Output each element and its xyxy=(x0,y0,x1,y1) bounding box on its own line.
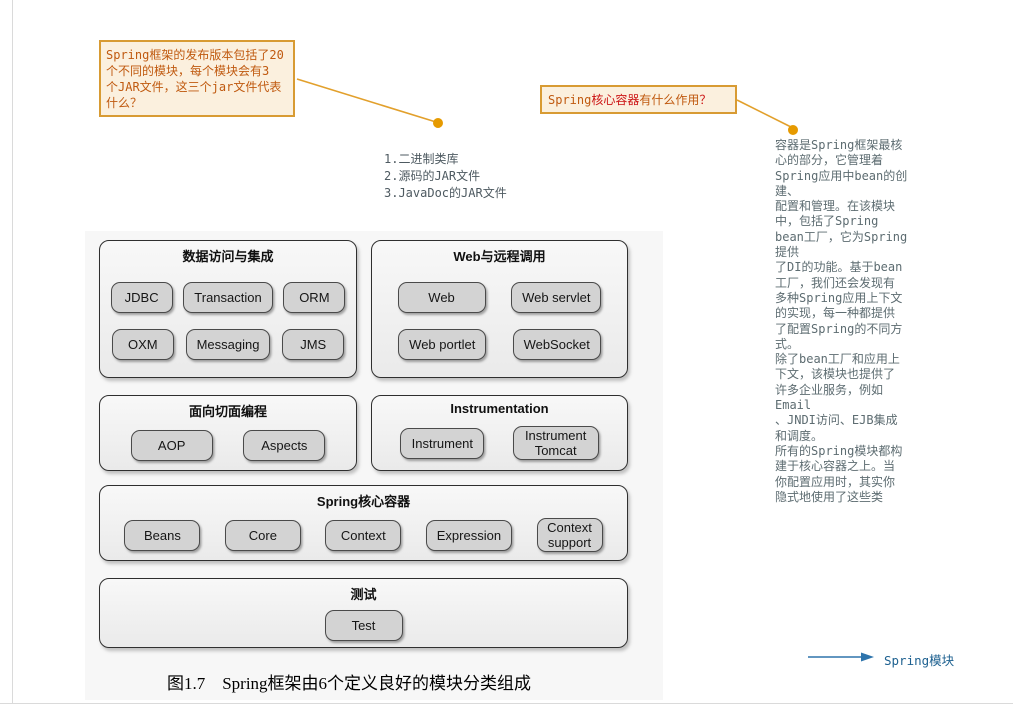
module-beans: Beans xyxy=(124,519,201,551)
module-context-support: Context support xyxy=(536,518,603,552)
core-question-highlight-text: 核心容器 xyxy=(591,93,640,107)
module-transaction: Transaction xyxy=(183,281,273,313)
module-test: Test xyxy=(324,609,403,641)
bottom-rule xyxy=(0,703,1013,704)
callout-line-jar-question xyxy=(296,78,437,123)
callout-dot-jar-question xyxy=(433,118,443,128)
module-aop: AOP xyxy=(130,429,213,461)
module-web-servlet: Web servlet xyxy=(511,281,602,313)
module-expression: Expression xyxy=(425,519,513,551)
module-oxm: OXM xyxy=(111,329,174,361)
section-title-aop: 面向切面编程 xyxy=(188,404,267,419)
section-data-access-integration: 数据访问与集成 JDBC Transaction ORM OXM Messagi… xyxy=(99,240,357,378)
core-question-spring-text: Spring xyxy=(548,93,592,107)
module-instrument: Instrument xyxy=(400,427,485,459)
section-title-data-access: 数据访问与集成 xyxy=(182,249,274,264)
module-websocket: WebSocket xyxy=(512,329,601,361)
jar-files-list[interactable]: 1.二进制类库 2.源码的JAR文件 3.JavaDoc的JAR文件 xyxy=(384,151,507,202)
spring-module-arrow xyxy=(808,652,874,662)
module-context: Context xyxy=(325,519,402,551)
module-web-portlet: Web portlet xyxy=(398,329,487,361)
section-title-web-remoting: Web与远程调用 xyxy=(453,249,546,264)
core-question-text: 有什么作用 xyxy=(639,93,700,107)
section-instrumentation: Instrumentation Instrument Instrument To… xyxy=(371,395,628,471)
section-title-instrumentation: Instrumentation xyxy=(450,401,549,416)
jar-list-item: 2.源码的JAR文件 xyxy=(384,169,481,183)
module-orm: ORM xyxy=(283,281,346,313)
figure-caption: 图1.7 Spring框架由6个定义良好的模块分类组成 xyxy=(166,674,532,693)
jar-list-item: 3.JavaDoc的JAR文件 xyxy=(384,186,507,200)
module-instrument-tomcat: Instrument Tomcat xyxy=(512,426,599,460)
core-question-mark: ？ xyxy=(699,93,712,107)
module-jdbc: JDBC xyxy=(110,281,173,313)
spring-module-label[interactable]: Spring模块 xyxy=(884,653,955,668)
container-description-text[interactable]: 容器是Spring框架最核 心的部分，它管理着 Spring应用中bean的创 … xyxy=(775,138,908,504)
module-aspects: Aspects xyxy=(243,429,326,461)
module-jms: JMS xyxy=(282,329,345,361)
annotation-jar-question[interactable]: Spring框架的发布版本包括了20 个不同的模块，每个模块会有3 个JAR文件… xyxy=(99,40,295,117)
section-aop: 面向切面编程 AOP Aspects xyxy=(99,395,357,471)
callout-dot-core-question xyxy=(788,125,798,135)
section-title-testing: 测试 xyxy=(350,587,377,602)
annotation-core-container-question[interactable]: Spring核心容器有什么作用？ xyxy=(540,85,737,114)
left-margin-rule xyxy=(12,0,13,704)
jar-list-item: 1.二进制类库 xyxy=(384,152,459,166)
section-testing: 测试 Test xyxy=(99,578,628,648)
section-core-container: Spring核心容器 Beans Core Context Expression… xyxy=(99,485,628,561)
module-messaging: Messaging xyxy=(185,329,271,361)
section-web-remoting: Web与远程调用 Web Web servlet Web portlet Web… xyxy=(371,240,628,378)
callout-line-core-question xyxy=(736,99,792,128)
section-title-core-container: Spring核心容器 xyxy=(316,494,411,509)
module-web: Web xyxy=(397,281,486,313)
spring-modules-diagram-image[interactable]: 数据访问与集成 JDBC Transaction ORM OXM Messagi… xyxy=(85,231,663,700)
module-core: Core xyxy=(224,519,301,551)
